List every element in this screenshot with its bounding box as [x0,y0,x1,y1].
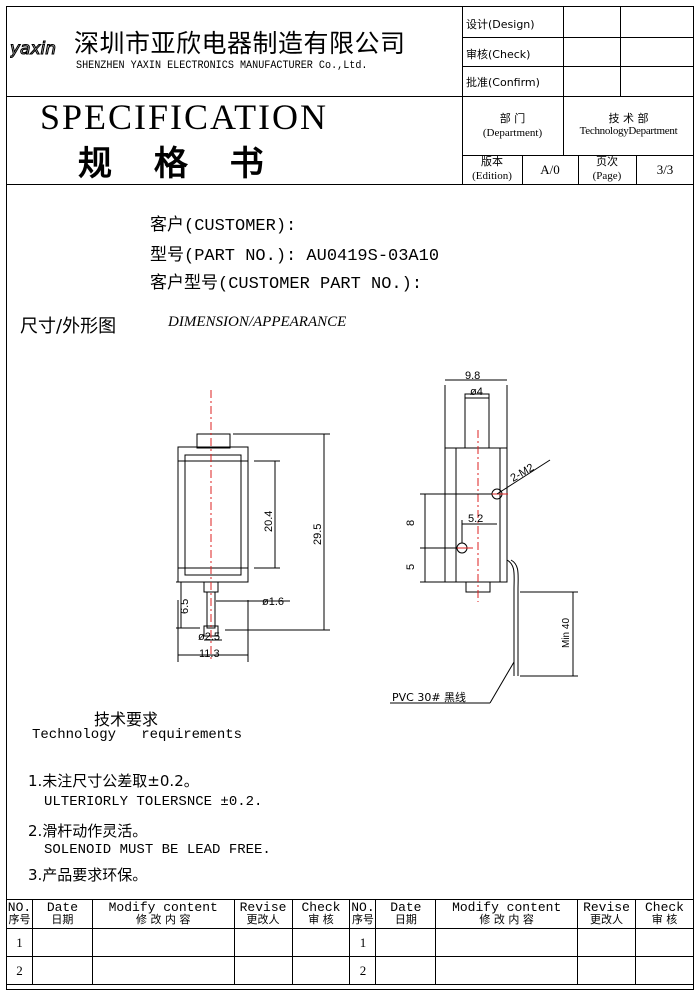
approval-vline-2 [620,6,621,96]
spec-title-cn: 规 格 书 [78,144,264,184]
dim-11-3: 11.3 [199,648,220,660]
row1-cell [291,928,351,957]
check-label: 审核(Check) [466,48,531,61]
ed-vline-1 [522,155,523,184]
edition-label-cn: 版本 [481,155,503,168]
row2-cell [634,956,695,985]
page-label-cn: 页次 [596,155,618,168]
approval-line-1 [462,37,694,38]
dim-5: 5 [405,564,417,570]
dept-value-cn: 技 术 部 [608,112,649,125]
dim-6-5: 6.5 [179,599,191,614]
dim-9-8: 9.8 [465,370,480,382]
side-view [390,379,578,704]
dept-label-en: (Department) [482,127,543,139]
front-view [176,390,330,662]
wire-label: PVC 30# 黑线 [392,690,466,704]
page-label-en: (Page) [592,170,622,182]
row1-cell [233,928,293,957]
req-item3-cn: 3.产品要求环保。 [28,866,148,884]
header-vdivider [462,6,463,184]
table-row: 1 1 [6,928,695,957]
customer-part-no-field: 客户型号(CUSTOMER PART NO.): [150,275,423,294]
header-divider [6,96,694,97]
confirm-label: 批准(Confirm) [466,76,540,89]
row2-no-left: 2 [6,956,33,985]
dim-29-5: 29.5 [312,524,324,545]
dept-label-cn: 部 门 [499,112,526,125]
req-item2-en: SOLENOID MUST BE LEAD FREE. [44,842,271,858]
row1-no-right: 1 [349,928,377,957]
row1-cell [435,928,579,957]
spec-title-en: SPECIFICATION [40,97,329,137]
row1-cell [577,928,636,957]
ed-vline-3 [636,155,637,184]
section-title-cn: 尺寸/外形图 [20,316,117,337]
company-logo: yaxin [8,36,80,60]
part-no-field: 型号(PART NO.): AU0419S-03A10 [150,247,440,266]
dim-d4: ø4 [470,386,483,398]
dim-20-4: 20.4 [263,511,275,532]
req-title-en: Technology requirements [32,727,243,743]
req-item1-en: ULTERIORLY TOLERSNCE ±0.2. [44,794,263,810]
row1-no-left: 1 [6,928,33,957]
row2-cell [577,956,636,985]
approval-vline-1 [563,6,564,96]
row2-cell [233,956,293,985]
logo-text: yaxin [10,39,56,59]
req-item2-cn: 2.滑杆动作灵活。 [28,822,148,840]
approval-line-2 [462,66,694,67]
company-name-cn: 深圳市亚欣电器制造有限公司 [74,29,406,58]
page-frame [6,6,694,990]
design-label: 设计(Design) [466,18,535,31]
row2-cell [435,956,579,985]
dept-value-en: TechnologyDepartment [579,125,678,137]
dim-8: 8 [405,520,417,526]
th-no-right: NO.序号 [349,899,377,929]
row1-cell [375,928,437,957]
edition-value: A/0 [540,162,560,177]
dim-d2-5: ø2.5 [198,631,220,643]
row2-cell [31,956,93,985]
dim-2-m2: 2-M2 [509,462,537,485]
row2-cell [91,956,235,985]
dim-5-2: 5.2 [468,513,483,525]
req-item1-cn: 1.未注尺寸公差取±0.2。 [28,772,199,790]
dim-min40: Min 40 [561,618,572,648]
row1-cell [31,928,93,957]
row2-no-right: 2 [349,956,377,985]
th-no-left: NO.序号 [6,899,33,929]
row1-cell [634,928,695,957]
header-bottom [6,184,694,185]
company-name-en: SHENZHEN YAXIN ELECTRONICS MANUFACTURER … [76,60,368,72]
row2-cell [375,956,437,985]
table-row: 2 2 [6,956,695,985]
dim-d1-6: ø1.6 [262,596,284,608]
ed-vline-2 [578,155,579,184]
dept-vline [563,96,564,155]
edition-label-en: (Edition) [472,170,512,182]
page-value: 3/3 [656,162,674,177]
req-title-cn: 技术要求 [94,710,159,729]
customer-field: 客户(CUSTOMER): [150,217,297,236]
section-title-en: DIMENSION/APPEARANCE [168,314,347,330]
row2-cell [291,956,351,985]
row1-cell [91,928,235,957]
